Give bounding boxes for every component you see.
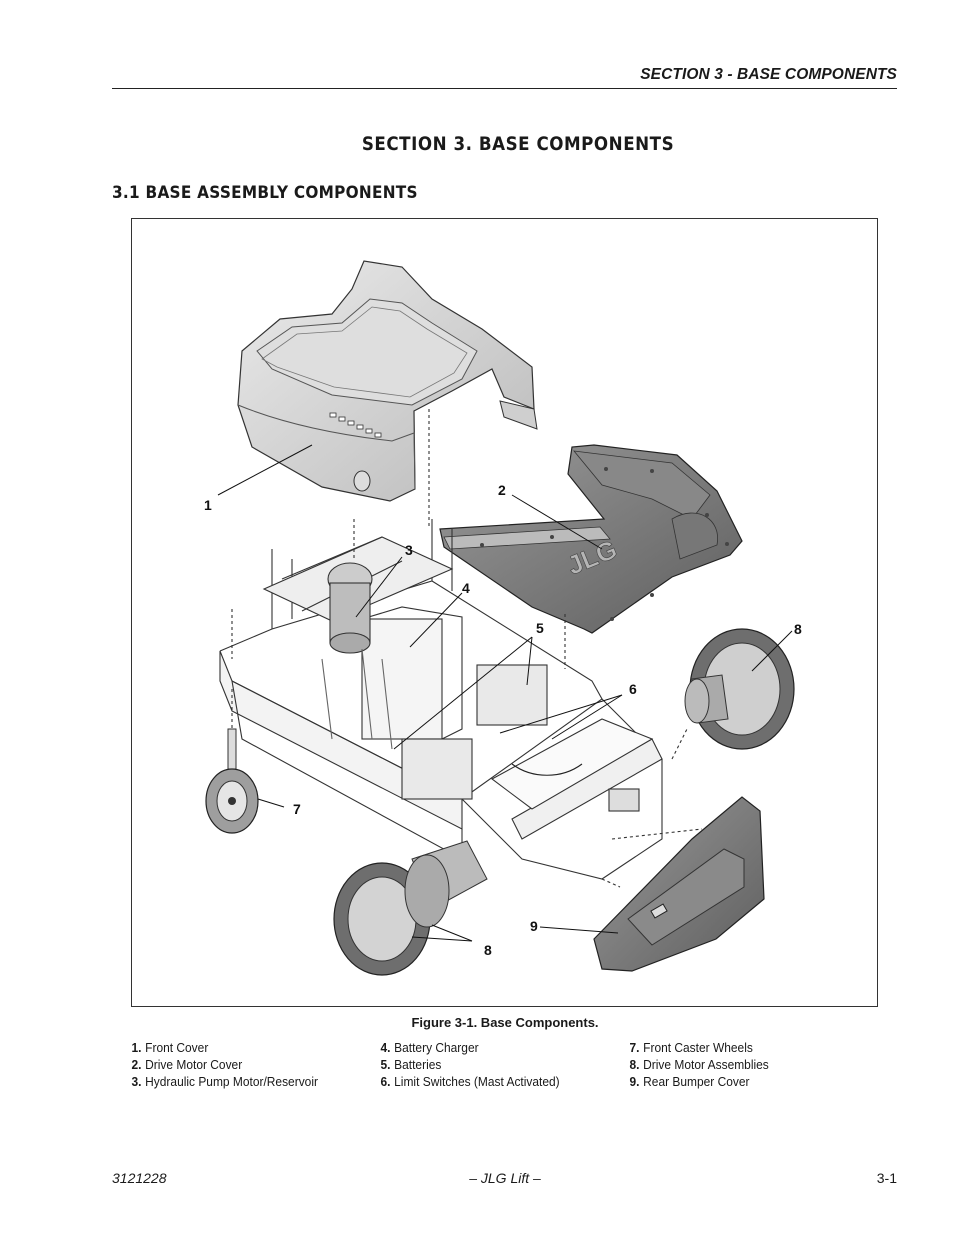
callout-6: 6 <box>629 681 637 697</box>
legend-item: 3.Hydraulic Pump Motor/Reservoir <box>131 1074 318 1089</box>
callout-8-left: 8 <box>484 942 492 958</box>
legend-column-1: 1.Front Cover 2.Drive Motor Cover 3.Hydr… <box>124 1039 318 1090</box>
subsection-title: 3.1 BASE ASSEMBLY COMPONENTS <box>112 183 418 203</box>
callout-9: 9 <box>530 918 538 934</box>
footer-page-number: 3-1 <box>876 1170 897 1186</box>
chassis-frame <box>219 519 663 880</box>
legend-item: 4.Battery Charger <box>380 1040 479 1055</box>
rear-bumper-cover-part <box>593 796 765 972</box>
callout-2: 2 <box>498 482 506 498</box>
section-title: SECTION 3. BASE COMPONENTS <box>361 133 675 155</box>
legend-column-2: 4.Battery Charger 5.Batteries 6.Limit Sw… <box>373 1039 560 1090</box>
callout-4: 4 <box>462 580 470 596</box>
footer-publisher: – JLG Lift – <box>469 1170 541 1186</box>
footer-doc-number: 3121228 <box>112 1170 167 1186</box>
front-cover-part <box>237 260 538 502</box>
figure-base-components: JLG <box>131 218 878 1007</box>
header-rule <box>112 88 897 89</box>
callout-7: 7 <box>293 801 301 817</box>
running-head: SECTION 3 - BASE COMPONENTS <box>640 66 897 83</box>
legend-item: 1.Front Cover <box>131 1040 209 1055</box>
callout-5: 5 <box>536 620 544 636</box>
legend-item: 8.Drive Motor Assemblies <box>629 1057 769 1072</box>
figure-caption: Figure 3-1. Base Components. <box>411 1015 599 1030</box>
callout-3: 3 <box>405 542 413 558</box>
callout-1: 1 <box>204 497 212 513</box>
front-caster-wheel-part <box>205 728 259 834</box>
exploded-view-illustration: JLG <box>204 260 802 976</box>
drive-motor-cover-part: JLG <box>439 444 743 634</box>
legend-item: 7.Front Caster Wheels <box>629 1040 753 1055</box>
legend-item: 6.Limit Switches (Mast Activated) <box>380 1074 560 1089</box>
assembly-guides <box>231 409 703 888</box>
drive-motor-assembly-left <box>333 840 488 976</box>
leader-lines <box>217 444 793 942</box>
legend-item: 2.Drive Motor Cover <box>131 1057 243 1072</box>
legend-item: 9.Rear Bumper Cover <box>629 1074 750 1089</box>
drive-motor-assembly-right <box>684 628 795 750</box>
callout-8-right: 8 <box>794 621 802 637</box>
legend-item: 5.Batteries <box>380 1057 442 1072</box>
legend-column-3: 7.Front Caster Wheels 8.Drive Motor Asse… <box>622 1039 769 1090</box>
